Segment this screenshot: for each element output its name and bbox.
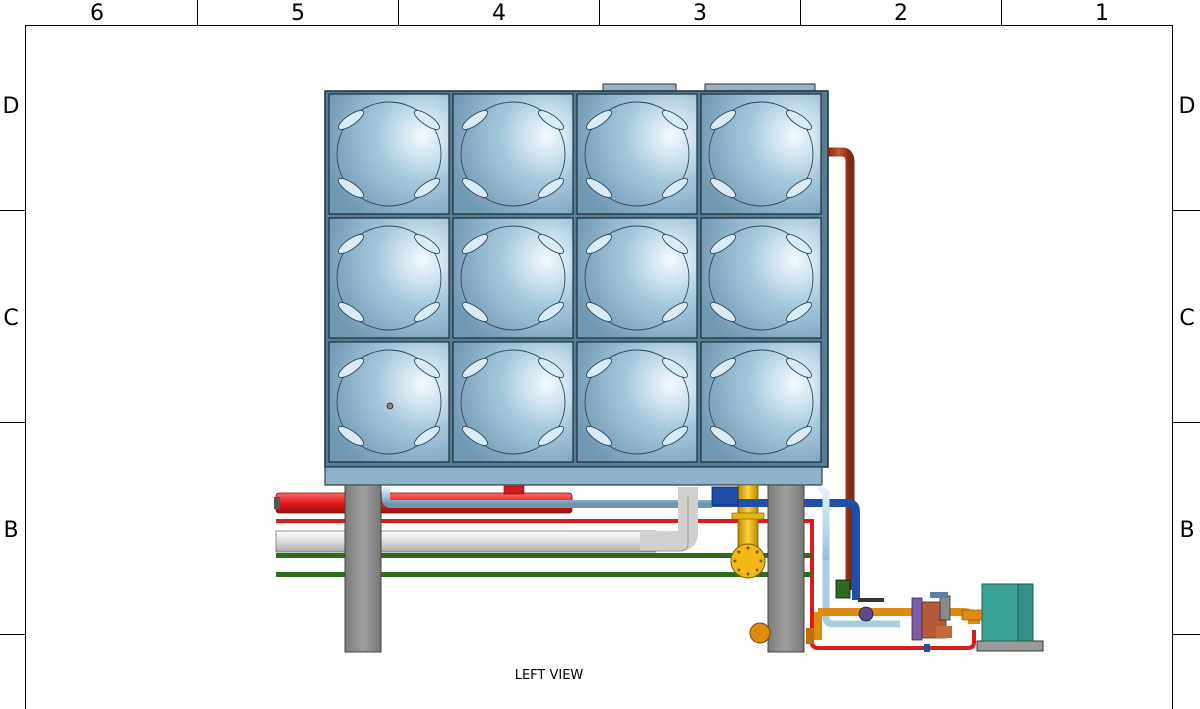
tank-panel xyxy=(452,217,574,339)
tank-panel xyxy=(576,341,698,463)
column-labels: 6 5 4 3 2 1 xyxy=(90,1,1109,26)
tank-panel xyxy=(328,93,450,215)
row-label-c-right: C xyxy=(1179,306,1194,331)
tank-panel xyxy=(328,341,450,463)
green-pipe xyxy=(276,553,812,558)
tank-panel xyxy=(700,341,822,463)
view-label: LEFT VIEW xyxy=(515,668,584,683)
tank-base-channel xyxy=(324,466,823,486)
water-tank xyxy=(324,83,829,486)
row-labels: D C B D C B xyxy=(3,94,1196,543)
row-label-b-right: B xyxy=(1179,518,1194,543)
tank-panel xyxy=(576,93,698,215)
tank-panel xyxy=(700,217,822,339)
orange-pipe xyxy=(818,608,980,624)
row-label-b-left: B xyxy=(3,518,18,543)
tank-leg-left xyxy=(344,484,382,653)
green-pipe xyxy=(276,572,812,577)
tank-panel-grid xyxy=(328,93,822,463)
orange-cap xyxy=(749,622,771,644)
light-blue-pipe xyxy=(382,487,712,508)
pump-base xyxy=(976,640,1044,652)
column-label-5: 5 xyxy=(291,1,305,26)
column-label-1: 1 xyxy=(1095,1,1109,26)
blue-pipe xyxy=(712,499,860,600)
tank-panel xyxy=(452,341,574,463)
tank-panel xyxy=(700,93,822,215)
pump-motor xyxy=(981,583,1019,642)
red-pipe-loop xyxy=(810,600,976,650)
tank-panel xyxy=(328,217,450,339)
column-label-2: 2 xyxy=(894,1,908,26)
white-pipe-large xyxy=(275,530,657,553)
tank-panel xyxy=(576,217,698,339)
row-label-d-right: D xyxy=(1179,94,1196,119)
column-label-6: 6 xyxy=(90,1,104,26)
tank-fitting xyxy=(386,402,394,410)
column-label-3: 3 xyxy=(693,1,707,26)
row-label-d-left: D xyxy=(3,94,20,119)
tank-leg-right xyxy=(767,484,805,653)
row-label-c-left: C xyxy=(3,306,18,331)
tank-panel xyxy=(452,93,574,215)
pump-skid xyxy=(749,583,1044,652)
brown-vent-pipe xyxy=(828,147,855,590)
column-label-4: 4 xyxy=(492,1,506,26)
